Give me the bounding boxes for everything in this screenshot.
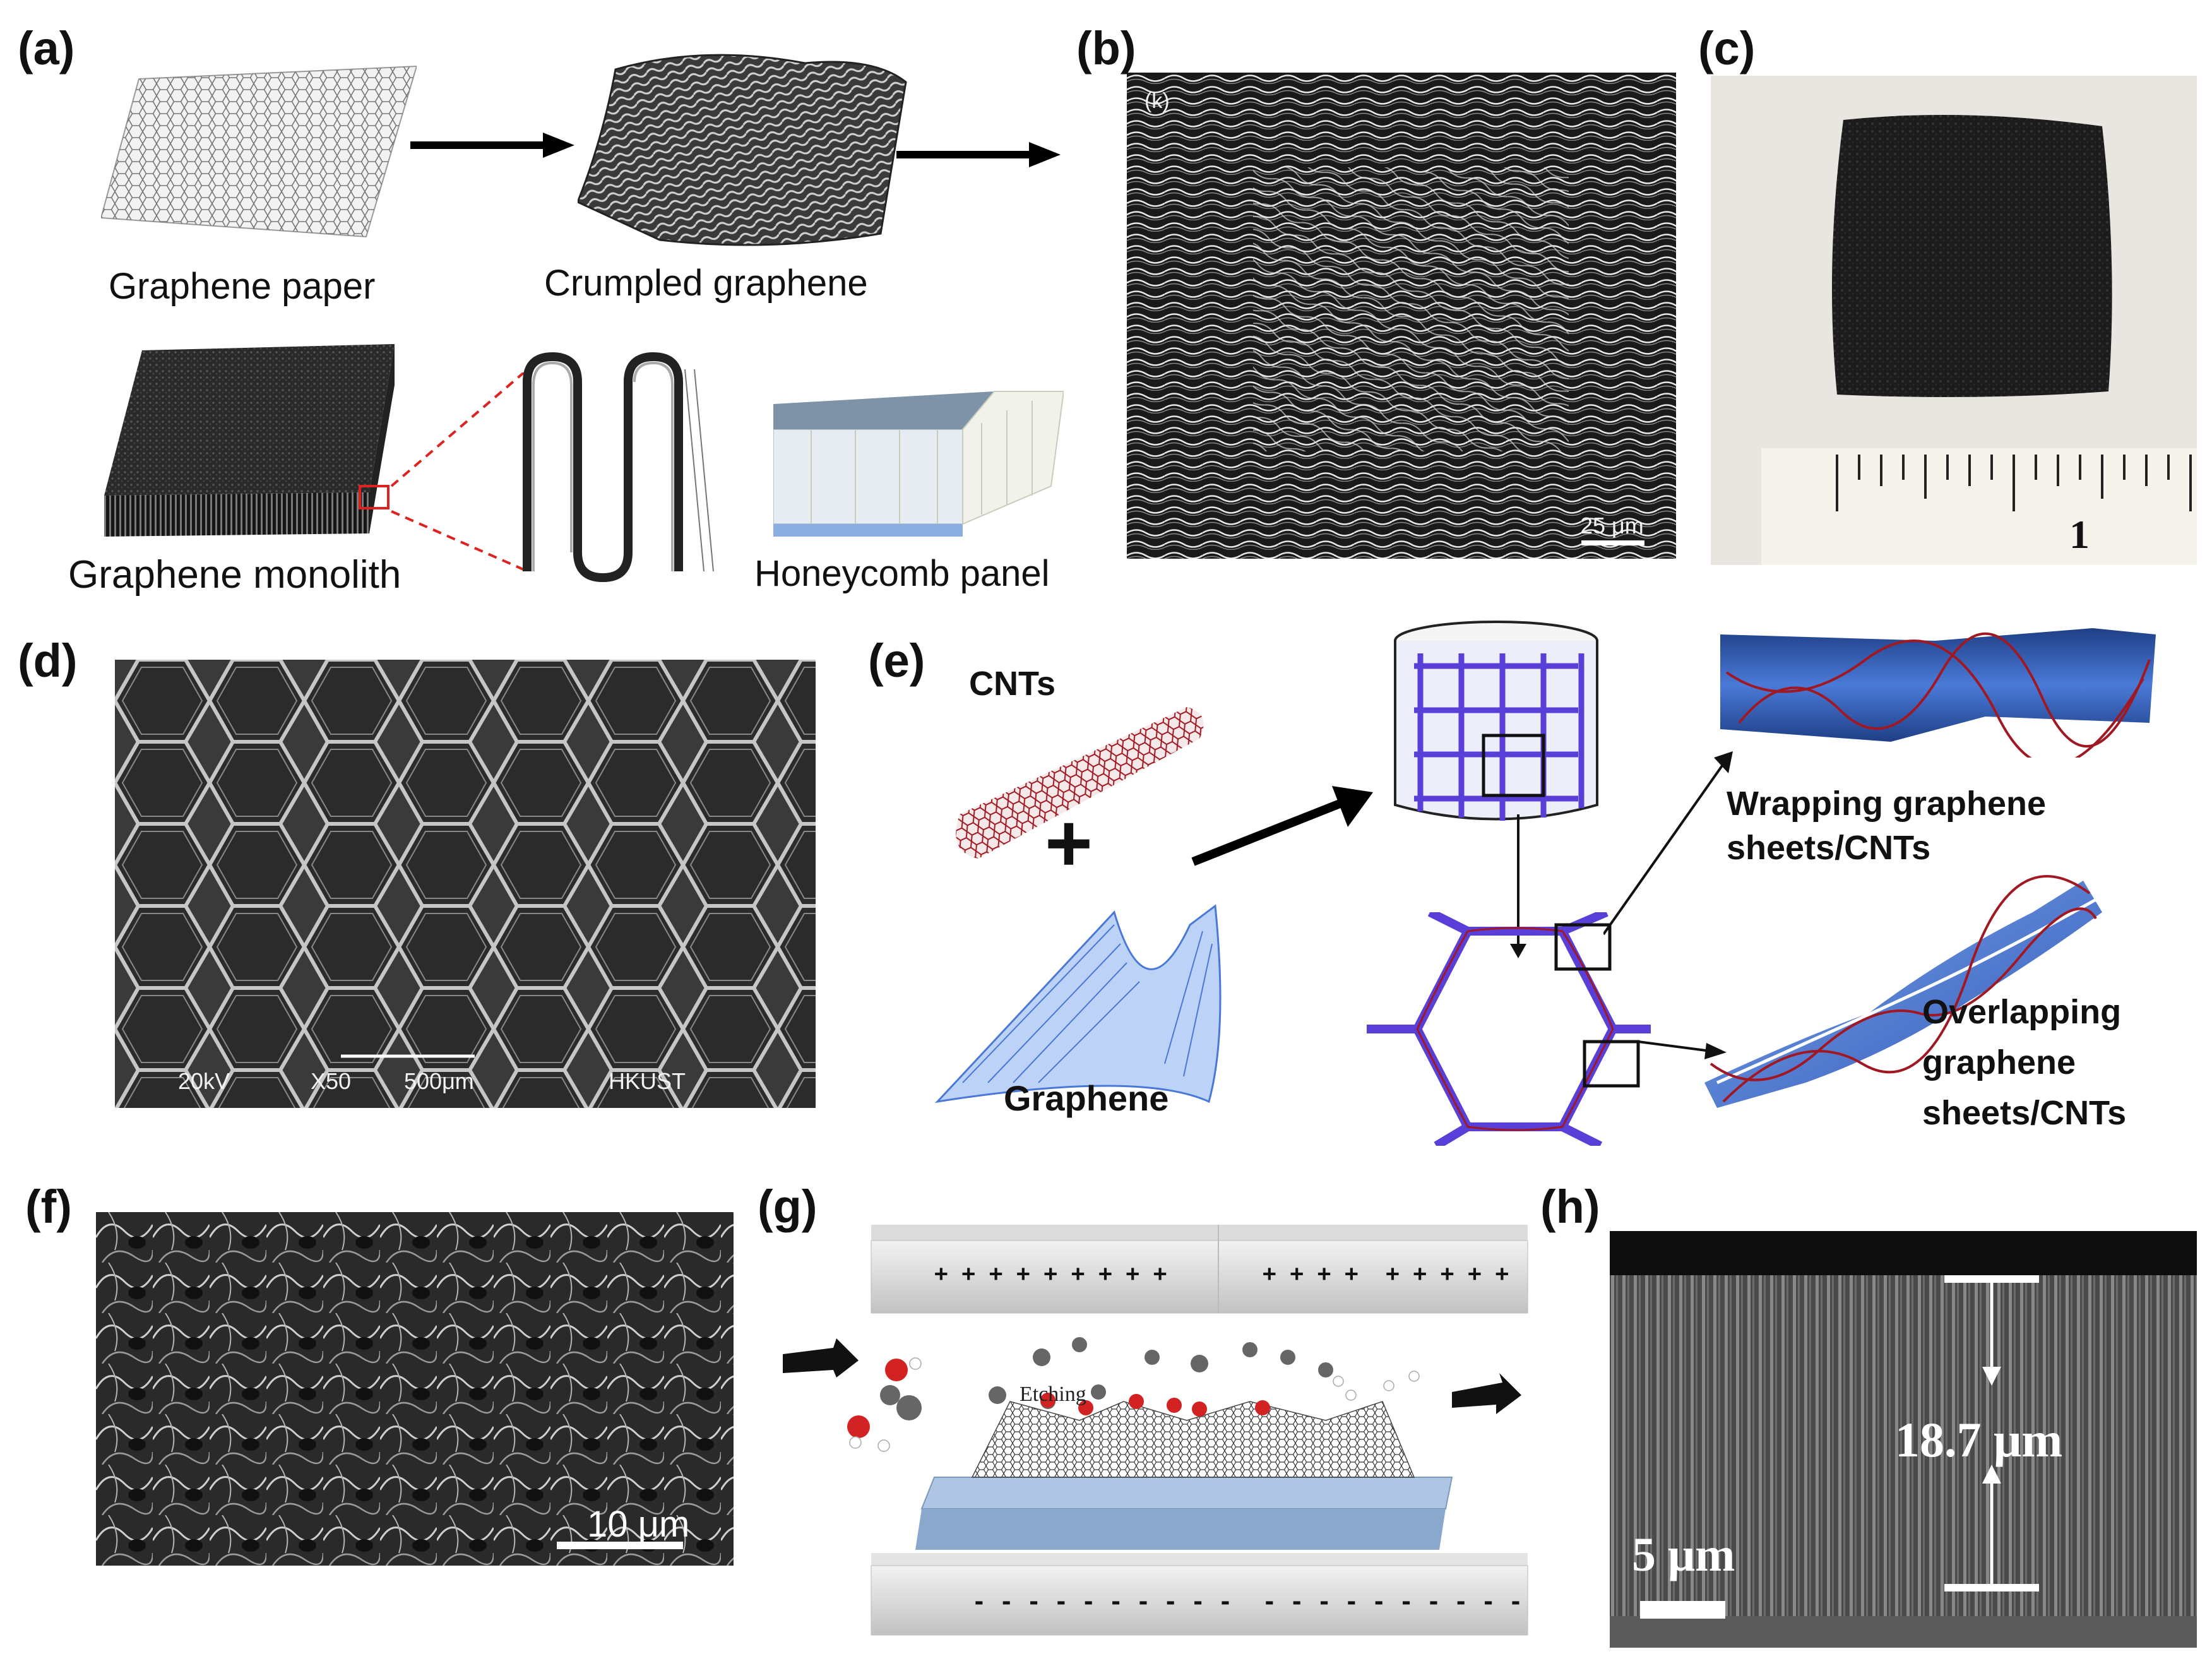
bottom-plate-charges-left: - - - - - - - - - -: [972, 1589, 1232, 1615]
arrow-right-icon: [896, 142, 1061, 167]
label-overlap-line3: sheets/CNTs: [1922, 1094, 2127, 1132]
plus-sign: +: [1045, 797, 1093, 889]
arrow-right-icon: [1638, 1040, 1727, 1059]
panel-label-d: (d): [18, 634, 78, 687]
vertical-array-texture: [1610, 1231, 2197, 1648]
overlapping-ribbon-illustration: [1704, 875, 2102, 1108]
panel-label-h: (h): [1540, 1181, 1600, 1233]
panel-label-c: (c): [1698, 22, 1756, 74]
crumpled-graphene-illustration: [578, 54, 907, 246]
honeycomb-panel-illustration: [773, 391, 1064, 537]
top-plate-charges-right: + + + + + + + + +: [1263, 1261, 1509, 1287]
sem-voltage: 20kV: [178, 1068, 230, 1094]
sem-magnification: X50: [311, 1068, 352, 1094]
photo-content: [1761, 115, 2197, 565]
panel-d-sem-image: 20kV X50 500μm HKUST: [115, 660, 816, 1108]
label-wrapping-line1: Wrapping graphene: [1727, 785, 2047, 823]
sem-institution: HKUST: [609, 1068, 686, 1094]
panel-b-scale-bar-label: 25 μm: [1580, 513, 1644, 538]
plasma-etching-illustration: [783, 1225, 1528, 1636]
arrow-up-right-icon: [1603, 751, 1733, 936]
thickness-label: 18.7 μm: [1895, 1412, 2063, 1467]
panel-label-f: (f): [25, 1181, 72, 1233]
fibrous-network-texture: [96, 1212, 734, 1566]
graphene-monolith-illustration: [104, 344, 395, 537]
panel-f-scale-bar-label: 10 μm: [587, 1504, 690, 1545]
panel-label-e: (e): [868, 634, 925, 687]
panel-label-a: (a): [18, 22, 75, 74]
caption-crumpled-graphene: Crumpled graphene: [544, 263, 868, 304]
caption-graphene-paper: Graphene paper: [109, 266, 376, 307]
caption-honeycomb-panel: Honeycomb panel: [754, 553, 1050, 594]
arrow-down-icon: [1510, 814, 1526, 958]
wavy-sem-texture: [1127, 73, 1676, 559]
label-cnts: CNTs: [969, 665, 1056, 703]
panel-h-scale-bar-label: 5 μm: [1632, 1528, 1735, 1581]
wrapping-ribbon-illustration: [1720, 628, 2156, 758]
ruler-number: 1: [2069, 512, 2090, 557]
sem-scale: 500μm: [404, 1068, 474, 1094]
panel-b-sem-image: (k) 25 μm: [1127, 73, 1676, 559]
graphene-paper-illustration: [101, 65, 417, 238]
graphene-sheet-illustration: [934, 904, 1222, 1104]
caption-graphene-monolith: Graphene monolith: [68, 553, 401, 597]
arrow-right-icon: [1191, 786, 1373, 866]
cnt-tube-illustration: [956, 707, 1204, 859]
top-plate-charges-left: + + + + + + + + +: [934, 1261, 1167, 1287]
arrow-right-icon: [410, 133, 574, 158]
panel-h-sem-image: 18.7 μm 5 μm: [1610, 1231, 2197, 1648]
foam-network-texture: [115, 660, 816, 1108]
label-wrapping-line2: sheets/CNTs: [1727, 829, 1931, 867]
cylinder-lattice-illustration: [1394, 621, 1598, 821]
hexagon-network-illustration: [1367, 912, 1651, 1146]
ruler-ticks: [1836, 455, 2192, 511]
corner-tag: (k): [1145, 89, 1170, 113]
panel-label-b: (b): [1076, 22, 1136, 74]
folded-sheets-illustration: [523, 352, 714, 583]
label-overlap-line2: graphene: [1922, 1044, 2076, 1081]
label-graphene: Graphene: [1004, 1078, 1169, 1118]
label-overlap-line1: Overlapping: [1922, 993, 2122, 1031]
panel-c-photo: 1: [1711, 76, 2197, 565]
bottom-plate-charges-right: - - - - - - - - - -: [1263, 1589, 1523, 1615]
etching-label: Etching: [1020, 1383, 1086, 1406]
panel-f-sem-image: 10 μm: [96, 1212, 734, 1566]
panel-label-g: (g): [758, 1181, 818, 1233]
